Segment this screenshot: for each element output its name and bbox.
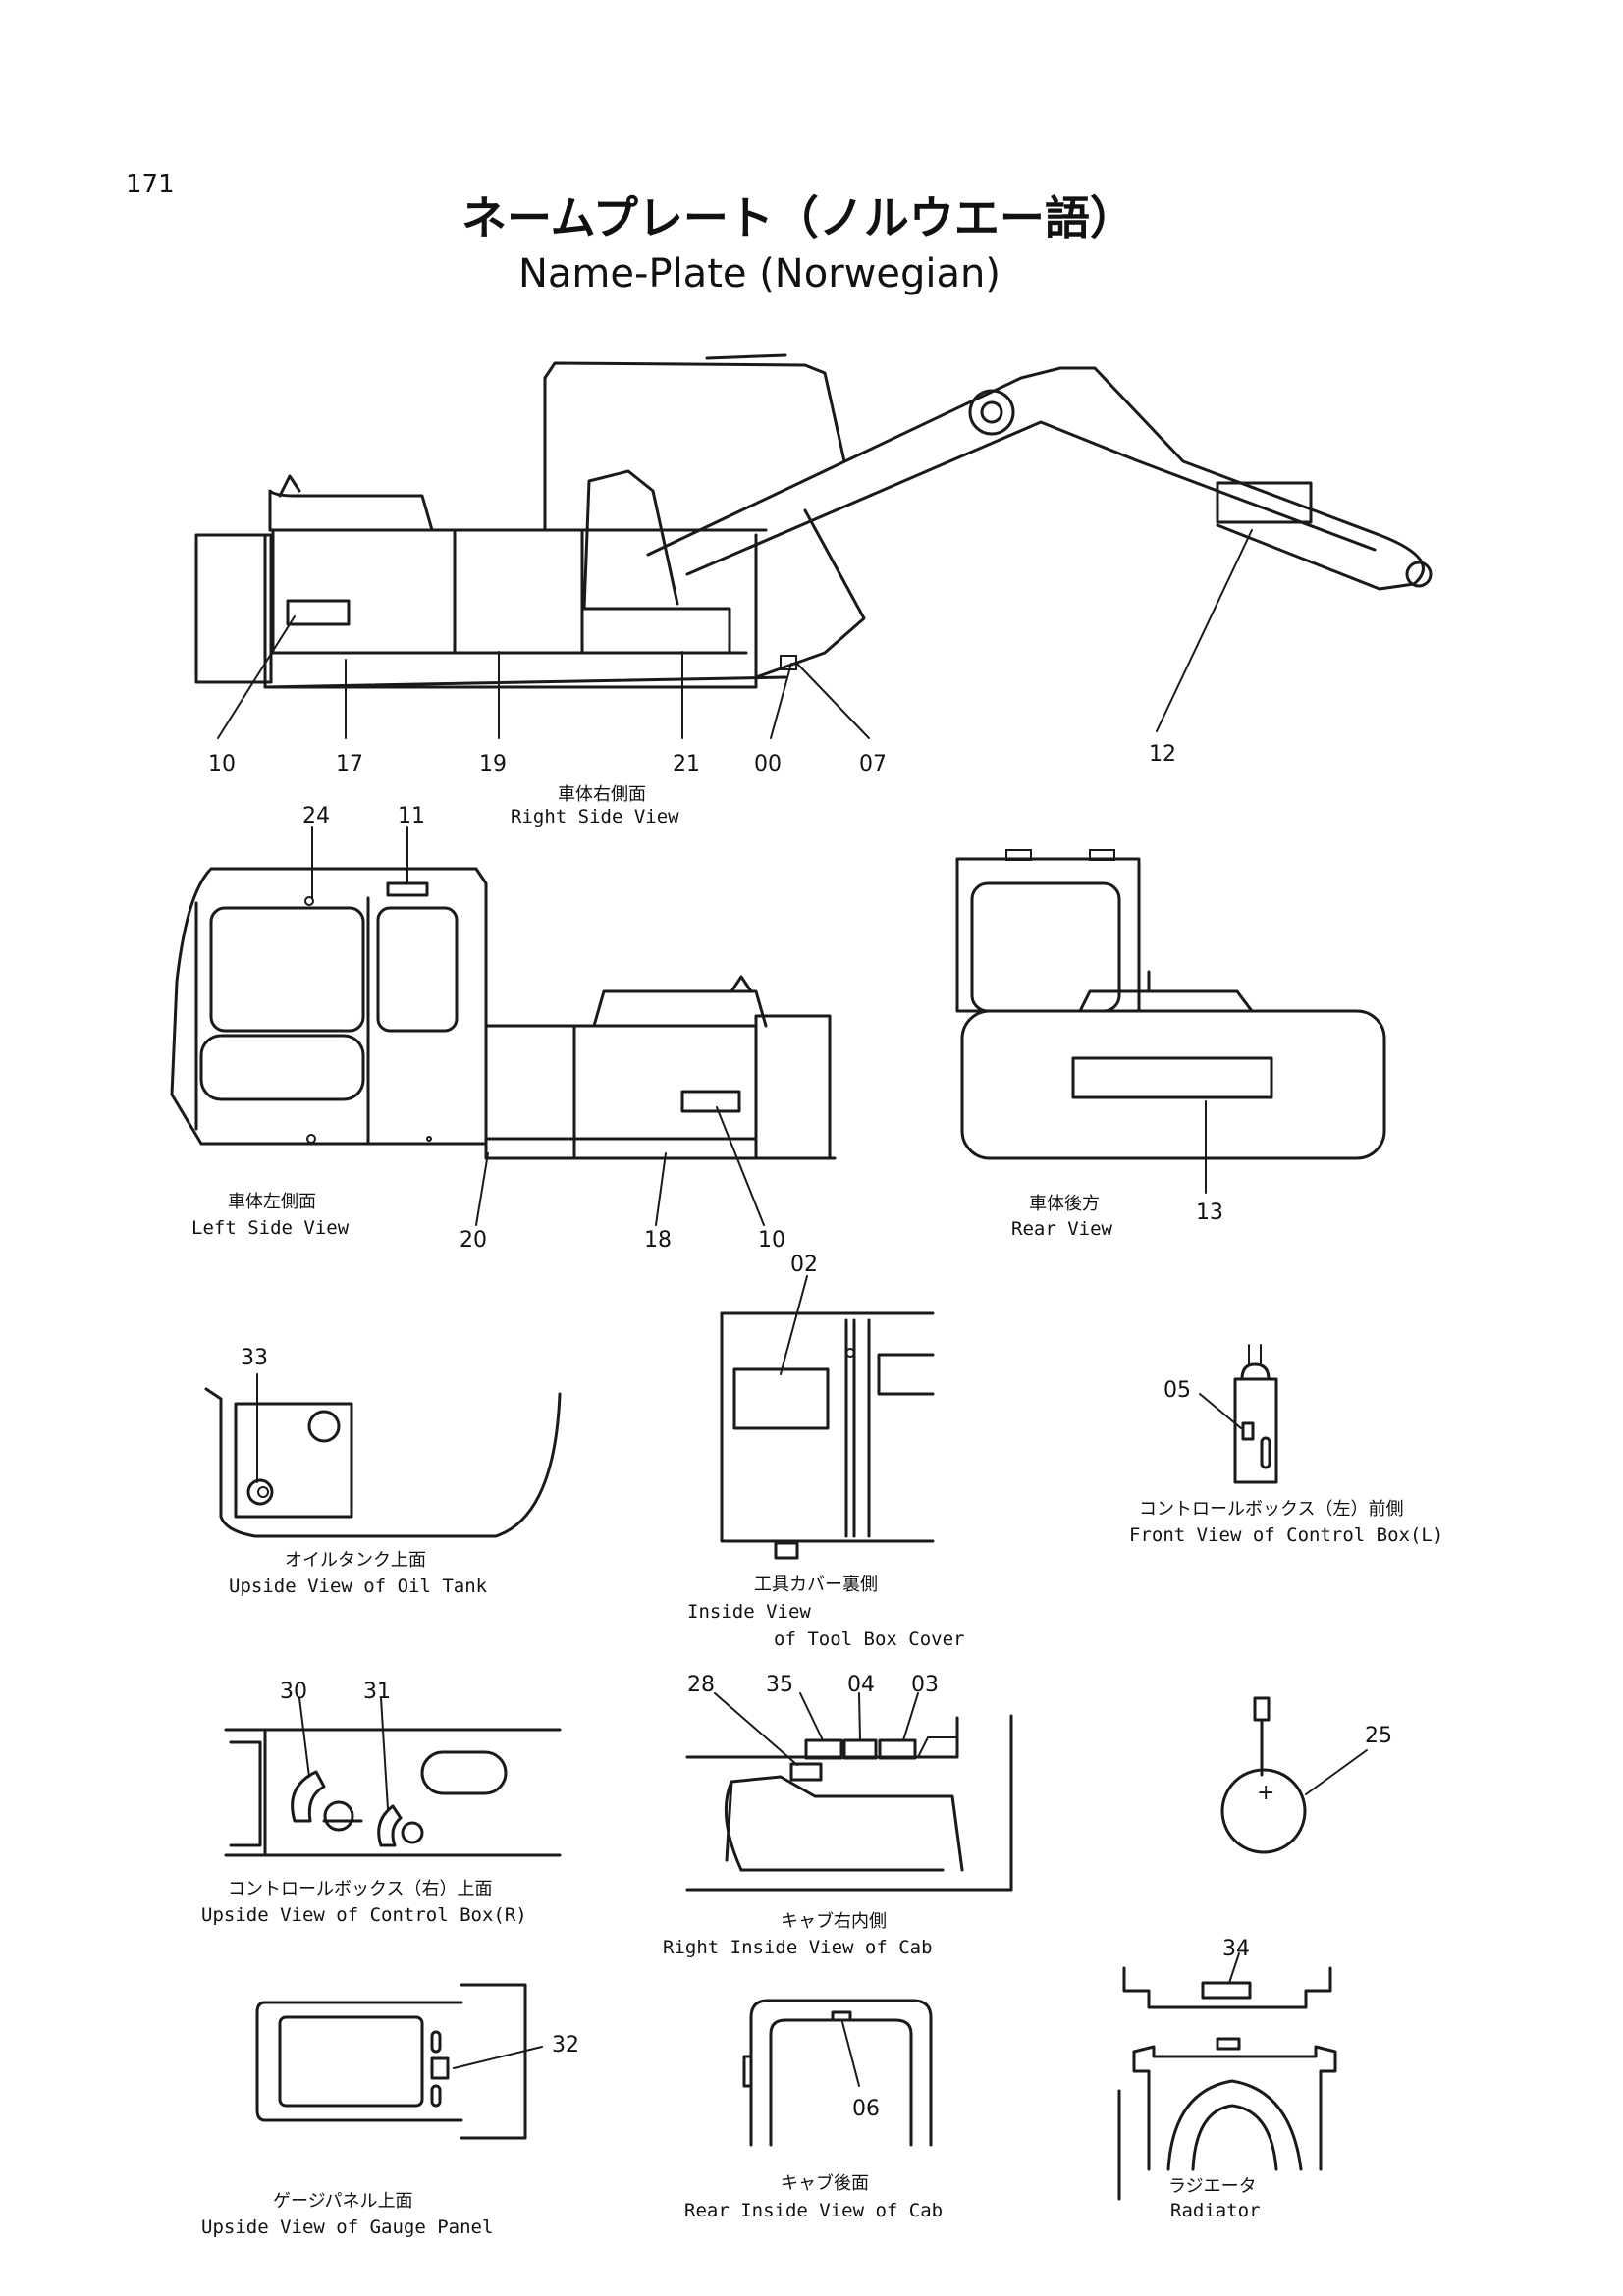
label-24: 24 bbox=[302, 804, 330, 828]
label-10-right: 10 bbox=[208, 752, 236, 776]
title-japanese: ネームプレート（ノルウエー語） bbox=[461, 191, 1135, 244]
cab-rear-inside-caption-jp: キャブ後面 bbox=[781, 2172, 869, 2194]
control-box-right-caption-jp: コントロールボックス（右）上面 bbox=[228, 1879, 492, 1899]
label-20: 20 bbox=[460, 1228, 487, 1253]
tool-box-caption-line1: Inside View bbox=[687, 1601, 811, 1623]
gauge-panel-drawing bbox=[255, 1983, 543, 2140]
radiator-caption: Radiator bbox=[1170, 2200, 1261, 2221]
left-side-view-drawing bbox=[170, 826, 837, 1226]
tool-box-caption-line2: of Tool Box Cover bbox=[774, 1629, 964, 1650]
oil-tank-caption-jp: オイルタンク上面 bbox=[285, 1550, 426, 1571]
right-side-view-caption: Right Side View bbox=[511, 806, 679, 828]
label-34: 34 bbox=[1222, 1937, 1250, 1961]
tool-box-cover-drawing bbox=[720, 1275, 935, 1560]
cab-right-inside-caption-jp: キャブ右内側 bbox=[781, 1910, 887, 1932]
svg-text:+: + bbox=[1257, 1781, 1274, 1805]
key-tag-drawing: + bbox=[1220, 1696, 1368, 1854]
label-30: 30 bbox=[280, 1680, 307, 1704]
label-00: 00 bbox=[754, 752, 782, 776]
label-25: 25 bbox=[1365, 1724, 1392, 1748]
radiator-drawing bbox=[1117, 1952, 1337, 2201]
tool-box-caption-jp: 工具カバー裏側 bbox=[754, 1575, 878, 1595]
control-box-right-caption: Upside View of Control Box(R) bbox=[201, 1904, 527, 1926]
label-28: 28 bbox=[687, 1673, 715, 1697]
oil-tank-caption: Upside View of Oil Tank bbox=[229, 1575, 488, 1597]
label-05: 05 bbox=[1163, 1378, 1191, 1403]
label-03: 03 bbox=[911, 1673, 939, 1697]
cab-right-inside-caption: Right Inside View of Cab bbox=[663, 1937, 933, 1958]
label-10-left: 10 bbox=[758, 1228, 785, 1253]
label-32: 32 bbox=[552, 2033, 579, 2057]
label-19: 19 bbox=[479, 752, 507, 776]
rear-view-caption-jp: 車体後方 bbox=[1029, 1194, 1100, 1214]
rear-view-drawing bbox=[955, 849, 1386, 1194]
label-31: 31 bbox=[363, 1680, 391, 1704]
label-06: 06 bbox=[852, 2097, 880, 2121]
right-side-view-drawing bbox=[194, 353, 1433, 739]
control-box-left-caption-jp: コントロールボックス（左）前側 bbox=[1139, 1499, 1403, 1520]
radiator-caption-jp: ラジエータ bbox=[1168, 2176, 1257, 2197]
control-box-right-drawing bbox=[224, 1697, 562, 1857]
label-02: 02 bbox=[790, 1253, 818, 1277]
cab-rear-inside-drawing bbox=[742, 1999, 933, 2147]
right-side-view-caption-jp: 車体右側面 bbox=[558, 784, 646, 805]
page-number: 171 bbox=[126, 170, 175, 199]
cab-right-inside-drawing bbox=[685, 1692, 1013, 1892]
gauge-panel-caption: Upside View of Gauge Panel bbox=[201, 2216, 493, 2238]
title-english: Name-Plate (Norwegian) bbox=[518, 251, 1001, 296]
label-21: 21 bbox=[673, 752, 700, 776]
label-17: 17 bbox=[336, 752, 363, 776]
label-11: 11 bbox=[398, 804, 425, 828]
label-13: 13 bbox=[1196, 1201, 1223, 1225]
left-side-view-caption: Left Side View bbox=[191, 1217, 350, 1239]
label-33: 33 bbox=[241, 1346, 268, 1370]
rear-view-caption: Rear View bbox=[1011, 1218, 1113, 1240]
oil-tank-drawing bbox=[204, 1373, 562, 1538]
label-12: 12 bbox=[1149, 742, 1176, 767]
label-18: 18 bbox=[644, 1228, 672, 1253]
control-box-left-drawing bbox=[1199, 1344, 1278, 1484]
label-35: 35 bbox=[766, 1673, 793, 1697]
gauge-panel-caption-jp: ゲージパネル上面 bbox=[273, 2191, 413, 2212]
control-box-left-caption: Front View of Control Box(L) bbox=[1129, 1524, 1443, 1546]
label-04: 04 bbox=[847, 1673, 875, 1697]
label-07: 07 bbox=[859, 752, 887, 776]
left-side-view-caption-jp: 車体左側面 bbox=[228, 1192, 316, 1212]
cab-rear-inside-caption: Rear Inside View of Cab bbox=[684, 2200, 943, 2221]
